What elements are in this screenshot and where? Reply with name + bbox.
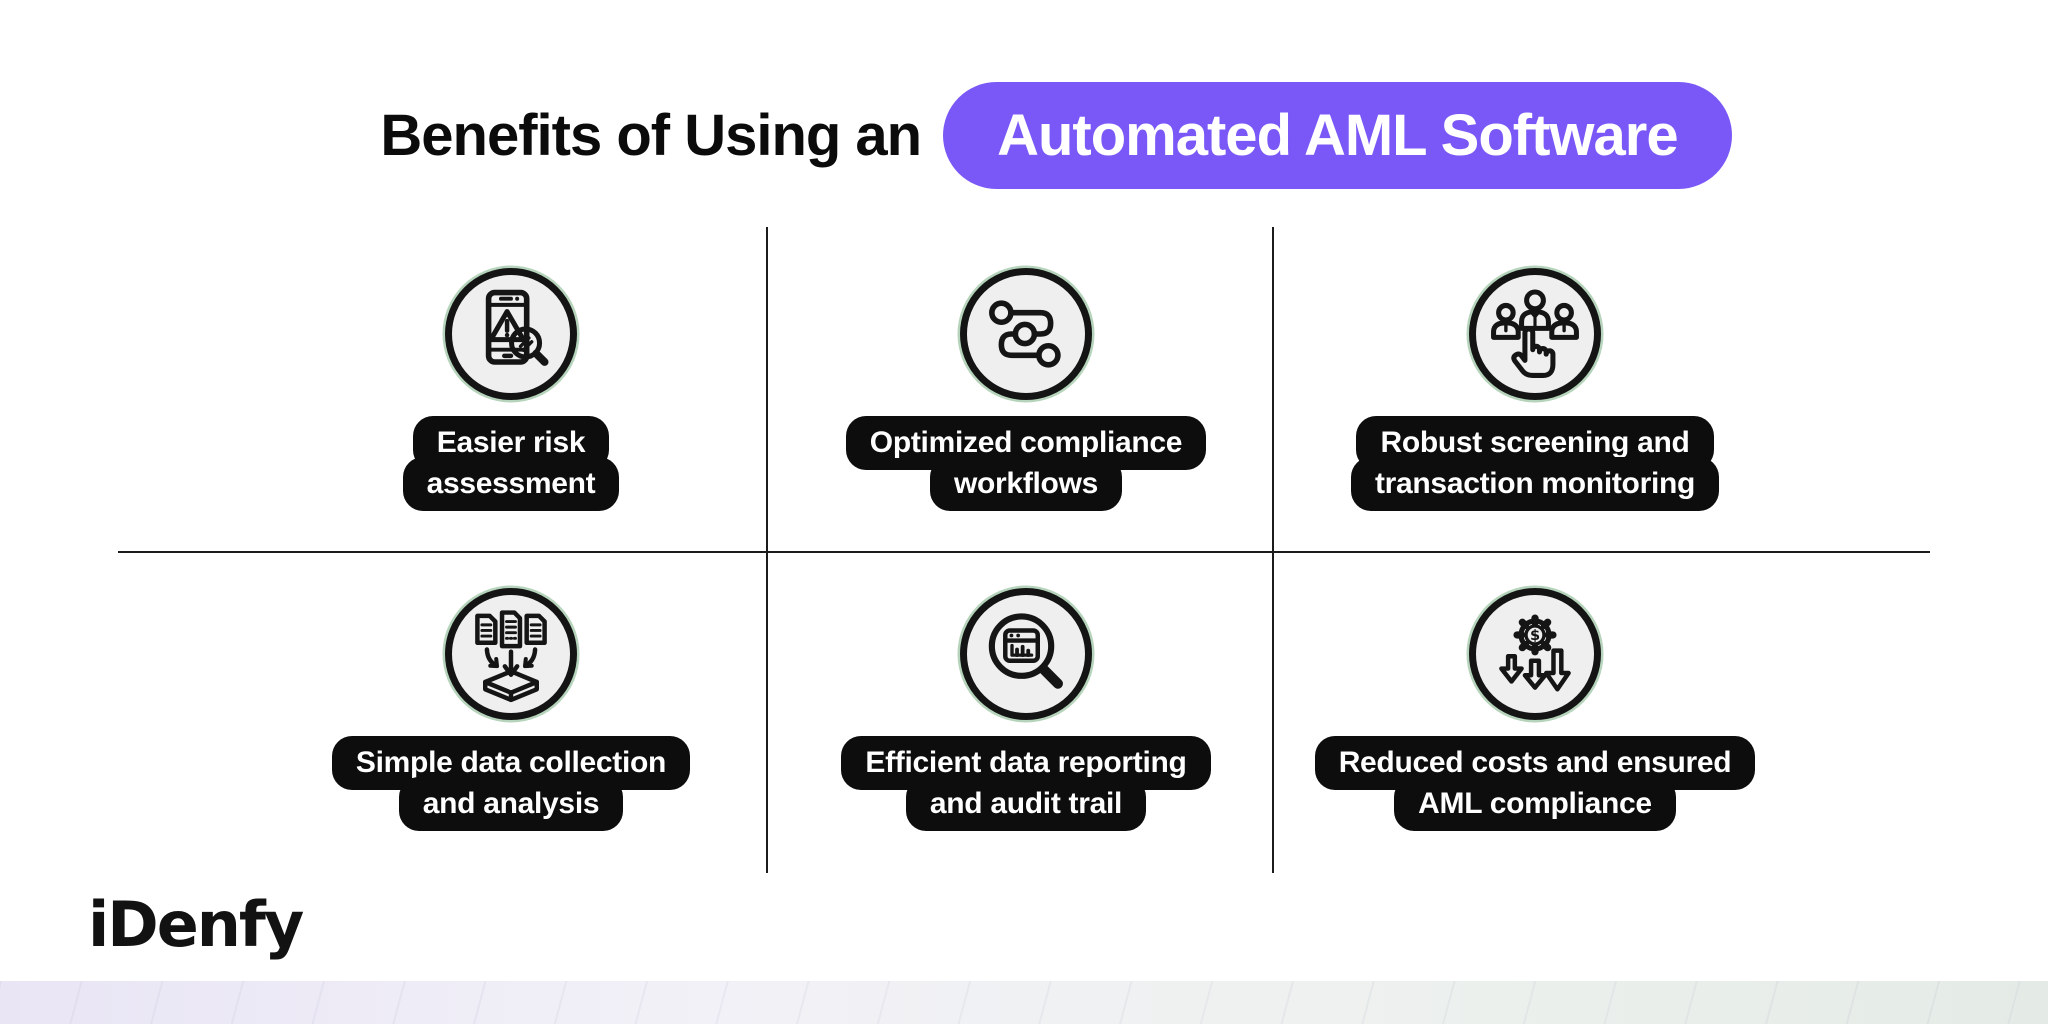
benefit-cell-data-collection: Simple data collection and analysis: [251, 588, 771, 831]
benefit-label: Easier risk assessment: [402, 416, 620, 511]
benefit-label-line: and analysis: [398, 777, 624, 831]
benefit-label-line: Simple data collection: [331, 736, 691, 790]
benefit-label: Reduced costs and ensured AML compliance: [1314, 736, 1756, 831]
report-magnifier-icon: [960, 588, 1092, 720]
benefit-label: Robust screening and transaction monitor…: [1350, 416, 1720, 511]
benefit-label: Efficient data reporting and audit trail: [841, 736, 1211, 831]
cost-reduction-gear-icon: $: [1469, 588, 1601, 720]
horizontal-divider: [118, 551, 1930, 553]
title-text: Benefits of Using an: [380, 103, 922, 168]
title-highlight-pill: Automated AML Software: [943, 82, 1732, 189]
benefit-label-line: and audit trail: [905, 777, 1147, 831]
benefit-cell-screening-monitoring: Robust screening and transaction monitor…: [1275, 268, 1795, 511]
documents-collection-icon: [445, 588, 577, 720]
workflow-nodes-icon: [960, 268, 1092, 400]
svg-text:$: $: [1530, 627, 1540, 644]
benefit-cell-cost-reduction: $ Reduced costs and ensured AML complian…: [1275, 588, 1795, 831]
benefit-label-line: assessment: [402, 457, 620, 511]
benefit-label-line: AML compliance: [1394, 777, 1676, 831]
benefit-label-line: workflows: [930, 457, 1122, 511]
vertical-divider-1: [766, 227, 768, 873]
phone-risk-scan-icon: [445, 268, 577, 400]
benefit-label: Simple data collection and analysis: [331, 736, 691, 831]
benefit-label: Optimized compliance workflows: [845, 416, 1207, 511]
idenfy-logo: iDenfy: [88, 888, 304, 961]
vertical-divider-2: [1272, 227, 1274, 873]
benefit-cell-compliance-workflows: Optimized compliance workflows: [766, 268, 1286, 511]
footer-gradient-band: [0, 981, 2048, 1024]
benefit-cell-data-reporting: Efficient data reporting and audit trail: [766, 588, 1286, 831]
benefit-label-line: transaction monitoring: [1350, 457, 1720, 511]
benefit-cell-risk-assessment: Easier risk assessment: [251, 268, 771, 511]
user-group-select-icon: [1469, 268, 1601, 400]
page-title: Benefits of Using an Automated AML Softw…: [0, 82, 2048, 189]
